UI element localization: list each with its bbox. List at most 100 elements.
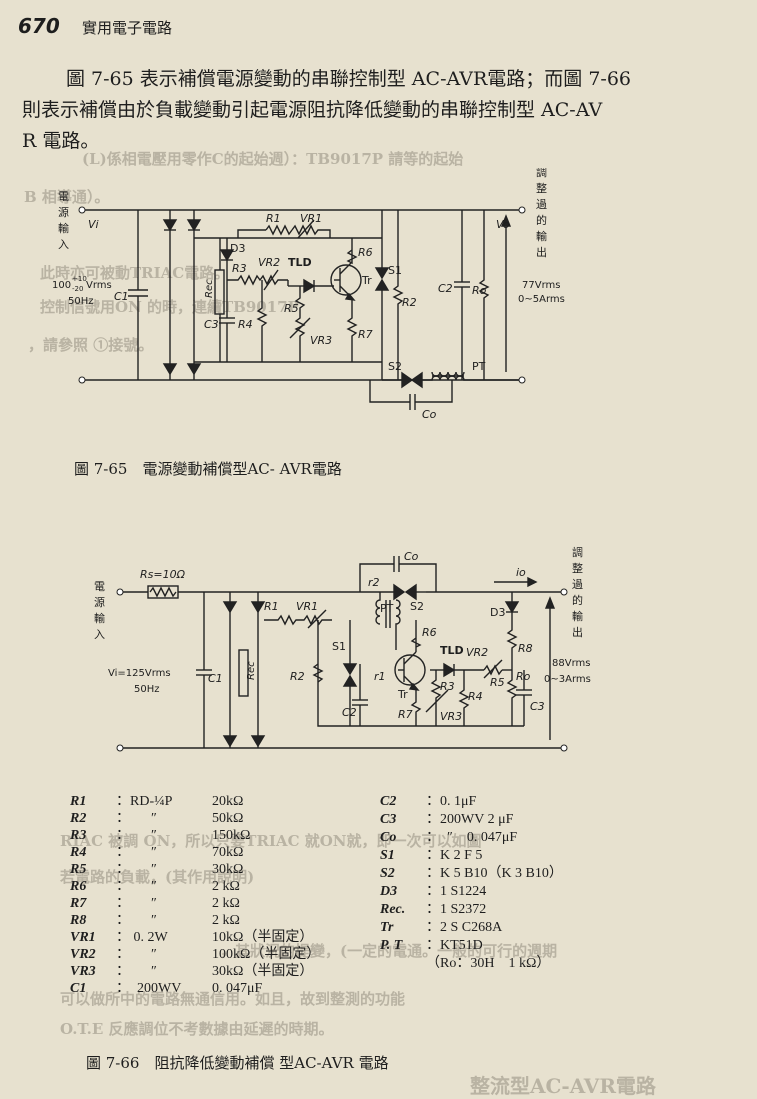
part-spec: ： ″ — [116, 828, 157, 843]
bleed-text-a: (L)係相電壓用零作C的起始週）：TB9017P 請等的起始 — [82, 150, 464, 168]
part-value: ：1 S2372 — [426, 902, 487, 917]
fig65-out-char-2: 整 — [536, 181, 547, 195]
fig65-vr3-label: VR3 — [310, 334, 332, 347]
part-spec: ： ″ — [116, 879, 157, 894]
part-name: S1 — [380, 848, 395, 863]
bleed-text-f: RIAC 被調 ON，所以只要TRIAC 就ON就，即一次可以如圖 — [60, 832, 482, 850]
part-spec: ： ″ — [116, 913, 157, 928]
fig65-c3-label: C3 — [204, 318, 219, 331]
part-name: P. T — [380, 938, 403, 953]
part-name: VR3 — [70, 964, 96, 979]
part-value: ：K 2 F 5 — [426, 848, 483, 863]
fig66-s2-label: S2 — [410, 600, 424, 613]
fig65-s1-label: S1 — [388, 264, 402, 277]
part-name: R7 — [70, 896, 87, 911]
fig65-vin-tol-up: +10 — [72, 275, 87, 283]
fig66-rec-label: Rec — [246, 661, 257, 680]
page-number: 670 — [18, 14, 60, 38]
fig66-c2-label: C2 — [342, 706, 357, 719]
fig65-vr2-label: VR2 — [258, 256, 280, 269]
part-name: Tr — [380, 920, 394, 935]
fig66-d3-label: D3 — [490, 606, 505, 619]
fig66-tr-label: Tr — [397, 688, 408, 701]
fig66-R3-label: R3 — [440, 680, 455, 693]
fig65-vout-label: 77Vrms — [522, 280, 560, 291]
part-value: 20kΩ — [212, 794, 244, 809]
part-spec: ： ″ — [116, 845, 157, 860]
fig66-ro-label: Ro — [516, 670, 531, 683]
fig66-out-char-2: 整 — [572, 561, 583, 575]
fig65-vr1-label: VR1 — [300, 212, 322, 225]
fig66-out-char-4: 的 — [572, 593, 583, 607]
fig65-c2-label: C2 — [438, 282, 453, 295]
fig66-vr2-label: VR2 — [466, 646, 488, 659]
parts-left-row: R5： ″30kΩ — [70, 858, 243, 878]
bleed-text-h: ，其狀況的提變，(一定的電通。一般的可行的週期 — [220, 942, 558, 960]
part-spec: ： 200WV — [116, 981, 182, 996]
part-name: C1 — [70, 981, 87, 996]
fig66-R1-label: R1 — [264, 600, 279, 613]
part-name: Co — [380, 830, 397, 845]
fig66-src-char-4: 入 — [94, 628, 105, 641]
parts-left-row: R2： ″50kΩ — [70, 807, 243, 827]
paragraph-line-2: 則表示補償由於負載變動引起電源阻抗降低變動的串聯控制型 AC-AV — [22, 99, 603, 121]
fig66-out-char-6: 出 — [572, 625, 583, 639]
bleed-text-i: 可以做所中的電路無通信用。如且，故到整測的功能 — [60, 990, 406, 1008]
fig65-tr-label: Tr — [361, 274, 372, 287]
part-value: 10kΩ（半固定） — [212, 930, 314, 945]
part-spec: ： ″ — [116, 811, 157, 826]
fig65-vin-tol-down: -20 — [72, 285, 83, 293]
fig65-c1-label: C1 — [114, 290, 129, 303]
fig65-r6-label: R6 — [358, 246, 373, 259]
fig65-out-char-3: 過 — [536, 198, 547, 211]
bleed-text-b: B 相導通）。 — [24, 188, 110, 206]
parts-left-row: R6： ″2 kΩ — [70, 875, 240, 895]
fig65-d3-label: D3 — [230, 242, 245, 255]
fig65-r7-label: R7 — [358, 328, 373, 341]
fig65-freq-label: 50Hz — [68, 296, 94, 307]
part-spec: ： ″ — [116, 862, 157, 877]
fig66-R8-label: R8 — [518, 642, 533, 655]
fig66-freq-label: 50Hz — [134, 684, 160, 695]
fig65-out-char-4: 的 — [536, 213, 547, 227]
fig65-src-char-4: 入 — [58, 238, 69, 251]
fig65-vo-label: Vo — [496, 218, 510, 231]
fig65-rec-label: Rec — [204, 279, 215, 298]
part-name: C3 — [380, 812, 397, 827]
parts-right-row: D3：1 S1224 — [380, 880, 486, 900]
fig66-R2-label: R2 — [290, 670, 305, 683]
fig66-co-label: Co — [404, 550, 419, 563]
part-name: R3 — [70, 828, 87, 843]
parts-right-row: （Ro：30H 1 kΩ） — [380, 952, 550, 972]
part-name: R5 — [70, 862, 87, 877]
part-name: D3 — [380, 884, 398, 899]
part-name: VR2 — [70, 947, 96, 962]
part-name: R2 — [70, 811, 87, 826]
fig66-R5-label: R5 — [490, 676, 505, 689]
fig65-r5-label: R5 — [284, 302, 299, 315]
bleed-text-e: ，請參照 ①接號。 — [28, 336, 154, 354]
fig66-c3-label: C3 — [530, 700, 545, 713]
fig65-vi-label: Vi — [88, 218, 99, 231]
fig66-vi-label: Vi=125Vrms — [108, 668, 171, 679]
fig66-pt-label: PT — [380, 602, 394, 615]
part-value: 100kΩ（半固定） — [212, 947, 321, 962]
fig66-R4-label: R4 — [468, 690, 483, 703]
fig65-caption: 圖 7-65 電源變動補償型AC- AVR電路 — [74, 460, 342, 478]
fig66-vr3-label: VR3 — [440, 710, 462, 723]
part-name: R4 — [70, 845, 87, 860]
running-head: 實用電子電路 — [82, 19, 173, 37]
fig65-r1-label: R1 — [266, 212, 281, 225]
bleed-text-k: 整流型AC-AVR電路 — [470, 1074, 656, 1098]
fig66-out-char-1: 調 — [572, 545, 583, 559]
part-name: C2 — [380, 794, 397, 809]
part-spec: ：RD-¼P — [116, 794, 173, 809]
fig66-tld-label: TLD — [440, 644, 464, 657]
fig65-out-char-6: 出 — [536, 245, 547, 259]
part-value: 0. 047μF — [212, 981, 263, 996]
part-value: ：0. 1μF — [426, 794, 477, 809]
part-spec: ： ″ — [116, 947, 157, 962]
fig66-c1-label: C1 — [208, 672, 223, 685]
